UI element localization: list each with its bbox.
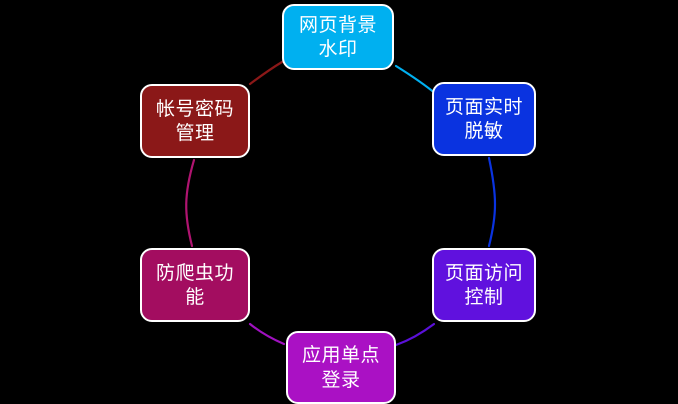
diagram-node-page-realtime-desensitization[interactable]: 页面实时 脱敏 <box>432 82 536 156</box>
diagram-node-web-page-background-watermark[interactable]: 网页背景 水印 <box>282 4 394 70</box>
connector-password-management-to-watermark <box>248 60 284 86</box>
diagram-node-label: 网页背景 水印 <box>298 13 377 60</box>
connector-desensitization-to-access-control <box>487 156 497 248</box>
diagram-node-label: 防爬虫功 能 <box>155 261 234 308</box>
connector-single-sign-on-to-anti-crawler <box>248 322 286 346</box>
diagram-node-anti-crawler-function[interactable]: 防爬虫功 能 <box>140 248 250 322</box>
diagram-node-page-access-control[interactable]: 页面访问 控制 <box>432 248 536 322</box>
diagram-node-application-single-sign-on[interactable]: 应用单点 登录 <box>286 331 396 404</box>
diagram-node-label: 应用单点 登录 <box>301 344 380 391</box>
connector-access-control-to-single-sign-on <box>394 322 436 347</box>
diagram-node-label: 页面访问 控制 <box>444 261 523 308</box>
connector-anti-crawler-to-password-management <box>185 158 196 248</box>
diagram-node-label: 帐号密码 管理 <box>155 97 234 144</box>
diagram-node-label: 页面实时 脱敏 <box>444 95 523 142</box>
connector-watermark-to-desensitization <box>394 64 438 96</box>
diagram-node-account-password-management[interactable]: 帐号密码 管理 <box>140 84 250 158</box>
